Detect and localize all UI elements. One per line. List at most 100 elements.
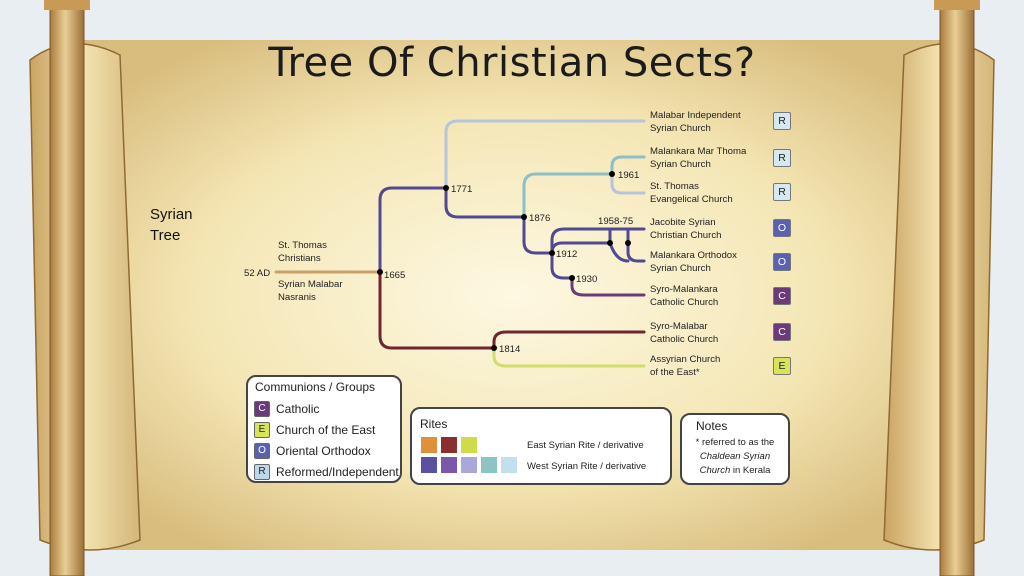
leaf-8-line-2: of the East* [650, 367, 700, 378]
branch-orthodox-leaf [608, 241, 630, 263]
side-label-line-2: Tree [150, 227, 181, 244]
leaf-3-line-1: St. Thomas [650, 181, 699, 192]
node-1912 [549, 250, 555, 256]
badge-leaf-4: O [773, 219, 791, 237]
leaf-4-line-2: Christian Church [650, 230, 721, 241]
notes-box: Notes * referred to as the Chaldean Syri… [680, 413, 790, 485]
year-1930: 1930 [576, 274, 597, 285]
root-date: 52 AD [244, 268, 270, 279]
badge-leaf-7: C [773, 323, 791, 341]
notes-line-3-suffix: in Kerala [730, 465, 771, 476]
badge-leaf-5: O [773, 253, 791, 271]
node-1958-b [625, 240, 631, 246]
legend-swatch-church-east: E [254, 422, 270, 438]
badge-leaf-6: C [773, 287, 791, 305]
year-1876: 1876 [529, 213, 550, 224]
legend-swatch-reformed: R [254, 464, 270, 480]
year-1912: 1912 [556, 249, 577, 260]
leaf-7-line-1: Syro-Malabar [650, 321, 708, 332]
year-1961: 1961 [618, 170, 639, 181]
node-1961 [609, 171, 615, 177]
badge-leaf-8: E [773, 357, 791, 375]
leaf-2-line-1: Malankara Mar Thoma [650, 146, 747, 157]
rites-west-swatch-1 [421, 457, 437, 473]
leaf-8-line-1: Assyrian Church [650, 354, 720, 365]
notes-line-2: Chaldean Syrian [699, 451, 771, 462]
notes-title: Notes [696, 419, 728, 433]
legend-item-catholic: C Catholic [254, 401, 319, 417]
branch-syro-malabar [492, 330, 646, 350]
year-1665: 1665 [384, 270, 405, 281]
branch-1876-reformed [522, 172, 614, 219]
badge-leaf-3: R [773, 183, 791, 201]
badge-leaf-2: R [773, 149, 791, 167]
leaf-7-line-2: Catholic Church [650, 334, 718, 345]
leaf-3-line-2: Evangelical Church [650, 194, 733, 205]
leaf-2-line-2: Syrian Church [650, 159, 711, 170]
branch-1665-1771 [378, 186, 448, 274]
legend-label-reformed: Reformed/Independent [276, 465, 399, 479]
notes-line-3-italic: Church [699, 465, 731, 476]
rites-west-swatch-2 [441, 457, 457, 473]
branch-1912-1930 [550, 251, 574, 280]
leaf-1-line-1: Malabar Independent [650, 110, 741, 121]
node-1771 [443, 185, 449, 191]
branch-malabar-independent [444, 119, 646, 190]
root-label-bottom-2: Nasranis [278, 292, 316, 303]
year-1771: 1771 [451, 184, 472, 195]
side-label-line-1: Syrian [150, 206, 193, 223]
legend-title: Communions / Groups [255, 380, 376, 394]
node-1665 [377, 269, 383, 275]
legend-item-church-east: E Church of the East [254, 422, 375, 438]
legend-label-church-east: Church of the East [276, 423, 376, 437]
root-label-top-1: St. Thomas [278, 240, 327, 251]
badge-leaf-1: R [773, 112, 791, 130]
leaf-4-line-1: Jacobite Syrian [650, 217, 716, 228]
branch-1771-1876 [444, 186, 526, 219]
legend-item-oriental: O Oriental Orthodox [254, 443, 371, 459]
rites-west-swatch-5 [501, 457, 517, 473]
side-label: Syrian Tree [150, 204, 193, 246]
page-title: Tree Of Christian Sects? [268, 40, 756, 86]
year-1814: 1814 [499, 344, 521, 355]
rites-title: Rites [420, 417, 448, 431]
notes-line-3: Church in Kerala [682, 465, 788, 476]
legend-swatch-oriental: O [254, 443, 270, 459]
root-label-top-2: Christians [278, 253, 321, 264]
rites-west-label: West Syrian Rite / derivative [527, 461, 647, 472]
rites-east-swatch-2 [441, 437, 457, 453]
branch-mar-thoma [610, 155, 646, 176]
leaf-1-line-2: Syrian Church [650, 123, 711, 134]
leaf-6-line-2: Catholic Church [650, 297, 718, 308]
notes-line-1: * referred to as the [695, 437, 775, 448]
leaf-5-line-1: Malankara Orthodox [650, 250, 737, 261]
leaf-6-line-1: Syro-Malankara [650, 284, 718, 295]
branch-1876-1912 [522, 215, 554, 255]
branch-1958-loop [626, 227, 646, 263]
branch-assyrian [492, 346, 646, 368]
legend-label-catholic: Catholic [276, 402, 320, 416]
root-label-bottom-1: Syrian Malabar [278, 279, 343, 290]
legend-label-oriental: Oriental Orthodox [276, 444, 371, 458]
branch-1665-1814 [378, 270, 496, 350]
node-1876 [521, 214, 527, 220]
node-1958-a [607, 240, 613, 246]
legend-swatch-catholic: C [254, 401, 270, 417]
branch-syro-malankara [570, 276, 646, 297]
rites-east-swatch-3 [461, 437, 477, 453]
year-1958-75: 1958-75 [598, 216, 633, 227]
branch-st-thomas-evangelical [610, 172, 646, 195]
leaf-5-line-2: Syrian Church [650, 263, 711, 274]
rites-legend: Rites East Syrian Rite / derivative West… [410, 407, 672, 485]
node-1930 [569, 275, 575, 281]
leaf-labels: Malabar Independent Syrian Church Malank… [650, 110, 747, 378]
communions-legend: Communions / Groups C Catholic E Church … [246, 375, 402, 483]
branch-1912-jacobite [550, 227, 646, 255]
legend-item-reformed: R Reformed/Independent [254, 464, 399, 480]
rites-east-label: East Syrian Rite / derivative [527, 440, 644, 451]
rites-west-swatch-4 [481, 457, 497, 473]
node-1814 [491, 345, 497, 351]
rites-east-swatch-1 [421, 437, 437, 453]
